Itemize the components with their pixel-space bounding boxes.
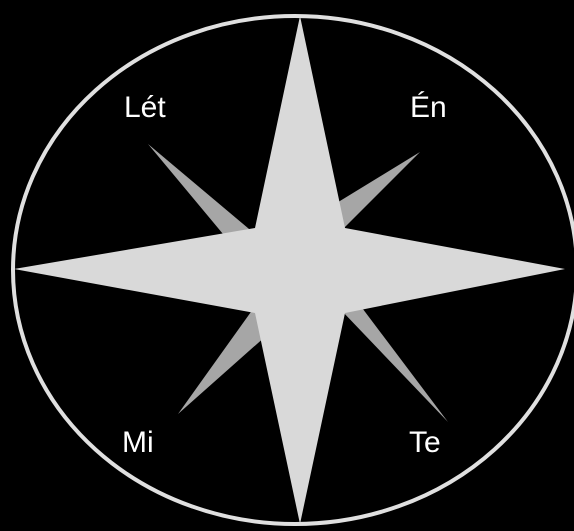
main-star: [14, 16, 565, 524]
label-bottom-left: Mi: [122, 426, 154, 459]
label-bottom-right: Te: [409, 426, 441, 459]
label-top-right: Én: [410, 91, 447, 124]
label-top-left: Lét: [124, 91, 166, 124]
